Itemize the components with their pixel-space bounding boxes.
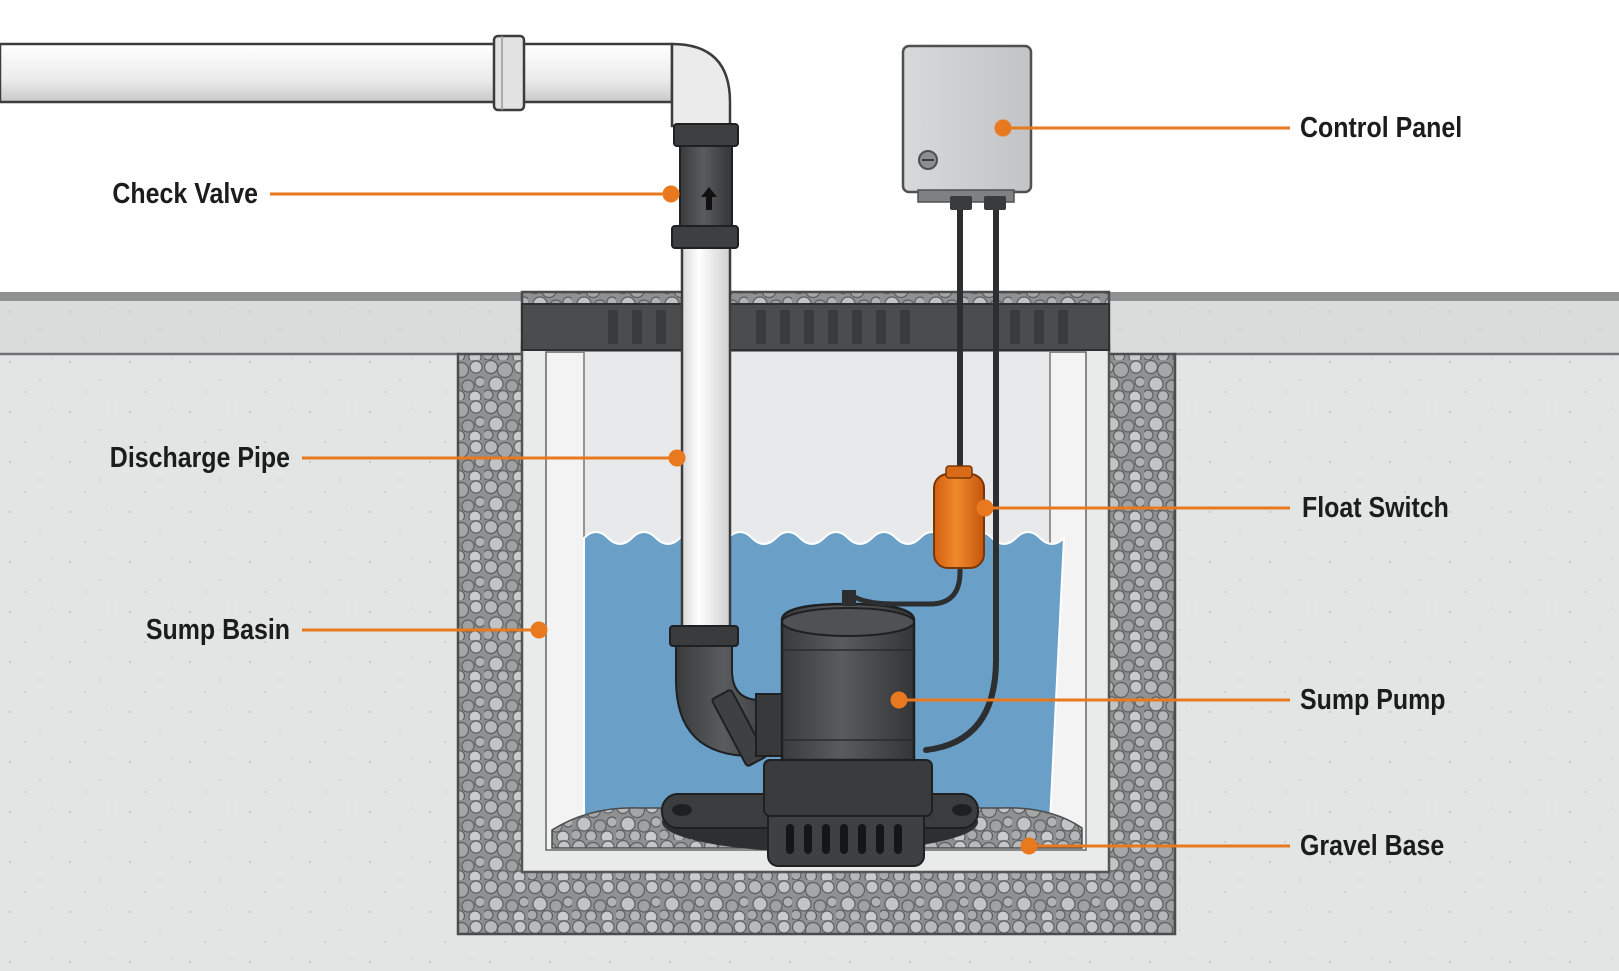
control-panel-label: Control Panel — [1300, 112, 1463, 144]
sump-basin-marker — [530, 621, 548, 639]
gravel-base-label: Gravel Base — [1300, 830, 1445, 862]
discharge-pipe-marker — [668, 449, 686, 467]
up-arrow-icon — [701, 187, 717, 210]
check-valve-marker — [662, 185, 680, 203]
gravel-base-marker — [1020, 837, 1038, 855]
discharge-pipe-label: Discharge Pipe — [109, 442, 290, 474]
control-panel — [901, 44, 1033, 210]
power-cables — [847, 197, 999, 753]
float-switch-marker — [976, 499, 994, 517]
discharge-pipe — [0, 34, 732, 636]
sump-pump-marker — [890, 691, 908, 709]
float-switch-label: Float Switch — [1302, 492, 1449, 524]
pump-elbow — [669, 625, 787, 767]
basin-cover — [521, 303, 1110, 351]
float-switch — [933, 465, 985, 569]
sump-pump — [661, 590, 979, 867]
sump-pump-label: Sump Pump — [1300, 684, 1446, 716]
sump-basin-label: Sump Basin — [145, 614, 290, 646]
leader-lines — [270, 119, 1290, 855]
control-panel-marker — [994, 119, 1012, 137]
check-valve — [671, 123, 739, 249]
check-valve-label: Check Valve — [112, 178, 258, 210]
